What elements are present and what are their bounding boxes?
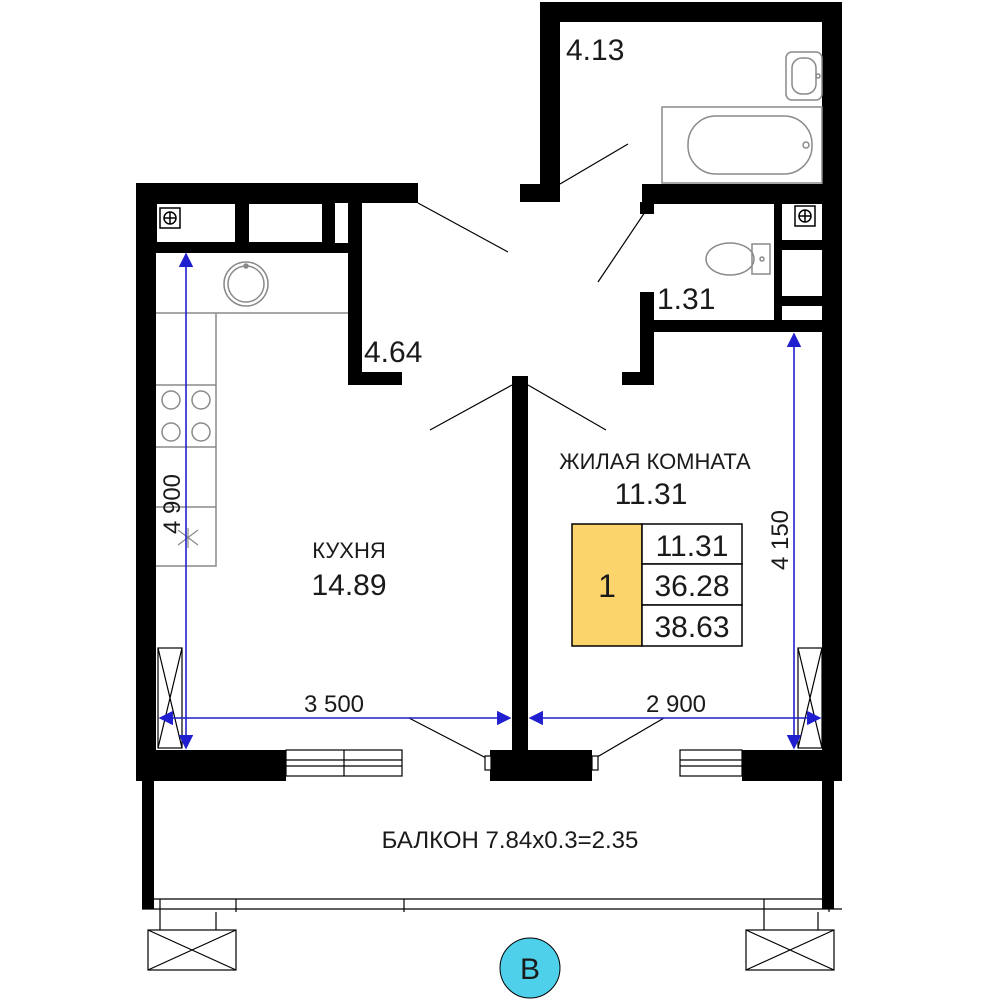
summary-total-area: 36.28 <box>654 570 729 603</box>
rooms-count: 1 <box>598 568 616 604</box>
living-room-area: 11.31 <box>615 478 688 511</box>
apartment-summary: 1 11.31 36.28 38.63 <box>571 523 743 647</box>
summary-total-with-balcony: 38.63 <box>654 611 729 644</box>
dim-living-depth: 4 150 <box>767 510 794 570</box>
walls <box>136 2 842 909</box>
axis-marker: B <box>499 937 561 999</box>
living-room-name: ЖИЛАЯ КОМНАТА <box>559 449 751 474</box>
toilet-icon <box>705 242 771 276</box>
window-kitchen <box>285 749 403 777</box>
sink-icon <box>223 261 269 307</box>
washbasin-icon <box>785 51 823 101</box>
rooms-count-badge <box>571 523 643 647</box>
dim-kitchen-depth: 4 900 <box>159 474 186 534</box>
balcony-rail <box>142 898 842 912</box>
summary-living-area: 11.31 <box>656 530 729 563</box>
bathroom-area: 4.13 <box>566 34 624 67</box>
balcony-label: БАЛКОН 7.84x0.3=2.35 <box>382 827 639 854</box>
column-left <box>147 912 237 971</box>
dim-kitchen-width: 3 500 <box>304 691 364 718</box>
radiator-kitchen <box>157 647 183 749</box>
vent-icon <box>159 207 181 229</box>
window-living <box>679 749 743 777</box>
kitchen-name: КУХНЯ <box>312 538 386 563</box>
kitchen-cabinets-top <box>155 202 822 306</box>
dimension-lines <box>158 252 822 750</box>
hall-area: 4.64 <box>364 336 422 369</box>
dim-living-width: 2 900 <box>646 691 706 718</box>
door-stop-marks <box>484 755 599 771</box>
wc-area: 1.31 <box>657 283 715 316</box>
column-right <box>745 912 835 971</box>
radiator-living <box>797 647 823 749</box>
axis-label: B <box>520 953 540 986</box>
vent-icon-wc <box>794 205 816 227</box>
bathtub-icon <box>661 106 823 184</box>
kitchen-area: 14.89 <box>311 569 386 602</box>
